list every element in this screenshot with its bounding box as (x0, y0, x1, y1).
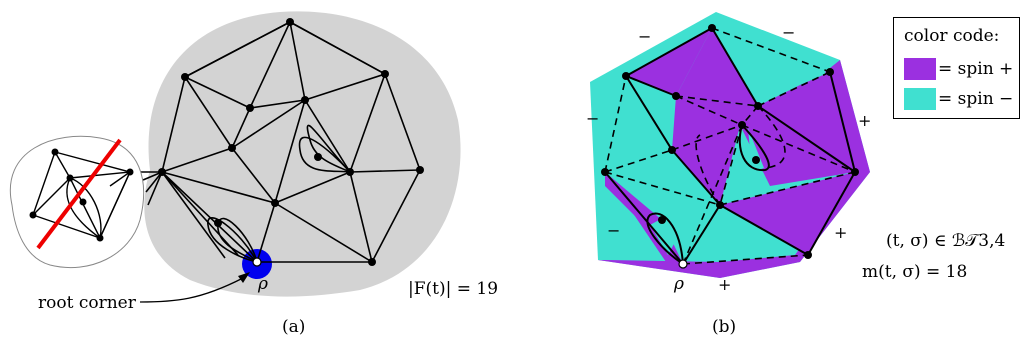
face-purple-1 (626, 28, 712, 96)
root-vertex (252, 257, 262, 267)
sign-top-left: − (638, 27, 651, 46)
face-turq-2 (650, 215, 676, 255)
root-vertex-b (678, 259, 688, 269)
formula-membership: (t, σ) ∈ ℬ𝒯3,4 (886, 231, 1005, 251)
panel-a: root corner ρ |F(t)| = 19 (a) (9, 11, 498, 337)
root-corner-label: root corner (38, 293, 137, 313)
root-arrowhead (238, 272, 250, 283)
gray-region (144, 11, 461, 297)
panel-b: − − − − + + + ρ (t, σ) ∈ ℬ𝒯3,4 m(t, σ) =… (586, 12, 1005, 337)
legend-item-spin-minus: = spin − (904, 88, 1013, 110)
sign-left: − (586, 109, 599, 128)
face-purple-3 (626, 72, 855, 205)
face-turq-1 (748, 128, 764, 172)
legend-label-spin-minus: = spin − (938, 89, 1014, 109)
triangulation-a (133, 21, 421, 263)
small-map-bubble (9, 135, 145, 269)
sign-right: + (858, 111, 871, 130)
root-arrow (139, 277, 244, 303)
sign-bottom: + (718, 275, 731, 294)
face-purple-2 (676, 28, 758, 106)
caption-b: (b) (712, 317, 736, 337)
dashed-edges-b (604, 27, 856, 265)
cut-line (36, 138, 122, 250)
face-purple-5 (720, 172, 855, 255)
formula-m: m(t, σ) = 18 (862, 262, 967, 282)
legend-item-spin-plus: = spin + (904, 58, 1013, 80)
color-legend: color code: = spin + = spin − (893, 17, 1020, 119)
outer-band-purple (598, 60, 870, 278)
rho-label-b: ρ (673, 274, 684, 294)
legend-label-spin-plus: = spin + (938, 59, 1014, 79)
legend-swatch-turquoise (904, 88, 936, 110)
legend-swatch-purple (904, 58, 936, 80)
rho-label-a: ρ (257, 274, 268, 294)
face-count-formula: |F(t)| = 19 (408, 279, 498, 299)
face-purple-4 (672, 125, 740, 205)
vertices-b (601, 24, 859, 259)
sign-top-right: − (782, 23, 795, 42)
legend-title: color code: (904, 26, 1000, 46)
caption-a: (a) (282, 317, 305, 337)
sign-bottom-left: − (607, 221, 620, 240)
vertices-a (158, 18, 424, 266)
sign-bottom-right: + (834, 223, 847, 242)
